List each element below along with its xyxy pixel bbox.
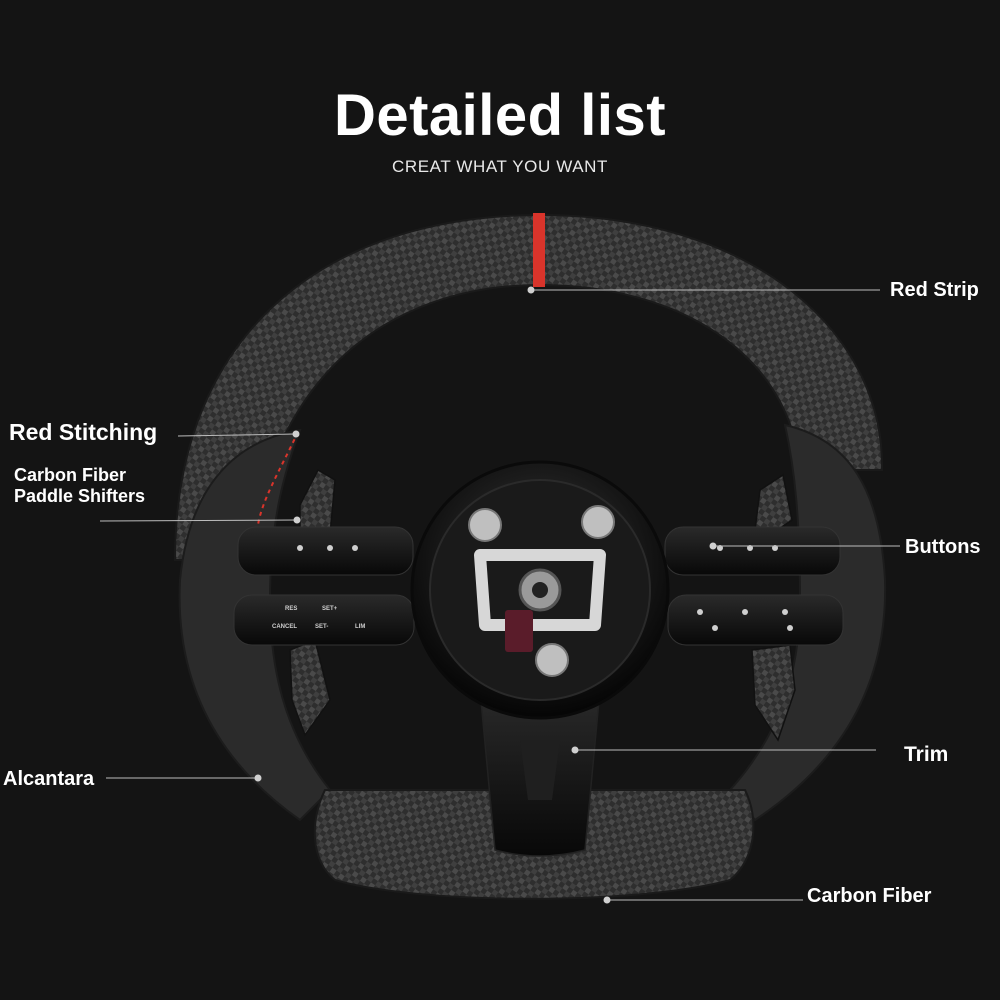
leader-paddle-shifters bbox=[99, 519, 298, 522]
callout-red-stitching: Red Stitching bbox=[9, 419, 158, 445]
hub-bolt bbox=[535, 643, 569, 677]
red-strip bbox=[533, 213, 545, 287]
callout-paddle-shifters: Carbon Fiber Paddle Shifters bbox=[14, 465, 145, 507]
set-plus-button-label: SET+ bbox=[322, 606, 338, 612]
red-stitching bbox=[257, 431, 299, 526]
callout-red-strip: Red Strip bbox=[890, 279, 979, 301]
cancel-button-label: CANCEL bbox=[272, 624, 297, 630]
paddle-shifter-right-lower bbox=[751, 644, 796, 742]
left-lower-button-panel bbox=[233, 594, 415, 646]
dot-red-stitching bbox=[292, 430, 300, 438]
callout-trim: Trim bbox=[904, 743, 949, 766]
lim-button-label: LIM bbox=[355, 624, 365, 630]
right-lower-button-panel bbox=[667, 594, 844, 646]
set-minus-button-label: SET- bbox=[315, 624, 328, 630]
callout-carbon-fiber: Carbon Fiber bbox=[807, 885, 932, 907]
right-upper-button-panel bbox=[664, 526, 841, 576]
callout-alcantara: Alcantara bbox=[3, 768, 95, 790]
callout-paddle-line2: Paddle Shifters bbox=[14, 486, 146, 506]
dot-trim bbox=[571, 746, 579, 754]
dot-alcantara bbox=[254, 774, 262, 782]
button-glyphs bbox=[297, 545, 793, 631]
page-title: Detailed list bbox=[333, 83, 667, 148]
leader-red-stitching bbox=[177, 433, 297, 437]
page-subtitle: CREAT WHAT YOU WANT bbox=[391, 157, 609, 176]
callout-buttons: Buttons bbox=[905, 536, 981, 558]
hub-bolt bbox=[581, 505, 615, 539]
dot-red-strip bbox=[527, 286, 535, 294]
left-upper-button-panel bbox=[237, 526, 414, 576]
dot-buttons bbox=[709, 542, 717, 550]
connector bbox=[505, 610, 533, 652]
res-button-label: RES bbox=[285, 606, 297, 612]
hub-frame bbox=[474, 549, 606, 631]
dot-carbon-fiber bbox=[603, 896, 611, 904]
callout-paddle-line1: Carbon Fiber bbox=[14, 465, 127, 485]
hub-bolt bbox=[468, 508, 502, 542]
dot-paddle-shifters bbox=[293, 516, 301, 524]
carbon-rim-top bbox=[173, 213, 884, 561]
